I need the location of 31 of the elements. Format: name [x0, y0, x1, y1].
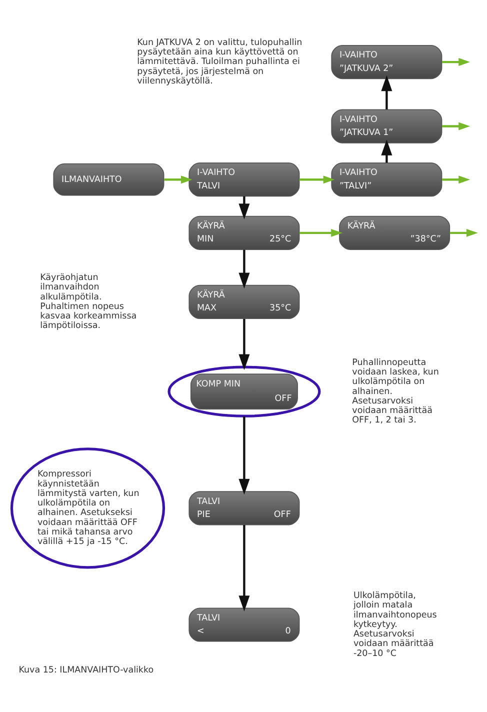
arrow: [299, 228, 342, 236]
node-box: ILMANVAIHTO: [53, 162, 164, 196]
node-box: KÄYRÄ ”38°C”: [339, 215, 450, 250]
node-ellipse: Kompressori käynnistetään lämmitystä varten, kun ulkolämpötila on alhainen. Asetukseksi voidaan määrittää OFF tai mikä tahansa arvo välillä +15 ja -15 °C.: [10, 447, 166, 568]
label: Kun JATKUVA 2 on valittu, tulopuhallin pysäytetään aina kun käyttövettä on lämmitettävä. Tuloilman puhallinta ei pysäytetä, jos järjestelmä on viilennyskäytöllä.: [137, 37, 302, 86]
arrow: [442, 175, 470, 184]
node-box: I-VAIHTO ”JATKUVA 2”: [331, 44, 442, 79]
node-box: I-VAIHTO TALVI: [188, 162, 300, 196]
arrow: [238, 196, 250, 219]
arrow: [299, 175, 335, 184]
arrow: [238, 416, 250, 494]
node-box: KÄYRÄ MAX 35°C: [188, 284, 300, 319]
arrow: [238, 318, 250, 370]
arrow: [381, 139, 392, 162]
arrow: [450, 228, 478, 236]
node-box: TALVI PIE OFF: [188, 490, 300, 525]
node-ellipse: KOMP MIN OFF: [168, 365, 321, 417]
label: Ulkolämpötila, jolloin matala ilmanvaihtonopeus kytkeytyy. Asetusarvoksi voidaan määrittää -20–10 °C: [353, 590, 437, 658]
node-box: I-VAIHTO ”TALVI”: [331, 162, 442, 196]
arrow: [442, 58, 470, 66]
arrow: [238, 524, 250, 611]
node-box: TALVI < 0: [188, 607, 300, 642]
arrow: [381, 74, 392, 109]
label: Puhallinnopeutta voidaan laskea, kun ulkolämpötila on alhainen. Asetusarvoksi voidaan määrittää OFF, 1, 2 tai 3.: [352, 357, 439, 426]
node-box: I-VAIHTO ”JATKUVA 1”: [331, 108, 442, 143]
node-box: KÄYRÄ MIN 25°C: [188, 215, 300, 250]
arrow: [238, 249, 250, 288]
label: Käyräohjatun ilmanvaihdon alkulämpötila. Puhaltimen nopeus kasvaa korkeammissa lämpötiloissa.: [40, 272, 137, 331]
arrow: [164, 175, 192, 184]
caption: Kuva 15: ILMANVAIHTO-valikko: [18, 664, 154, 675]
arrow: [442, 122, 470, 130]
